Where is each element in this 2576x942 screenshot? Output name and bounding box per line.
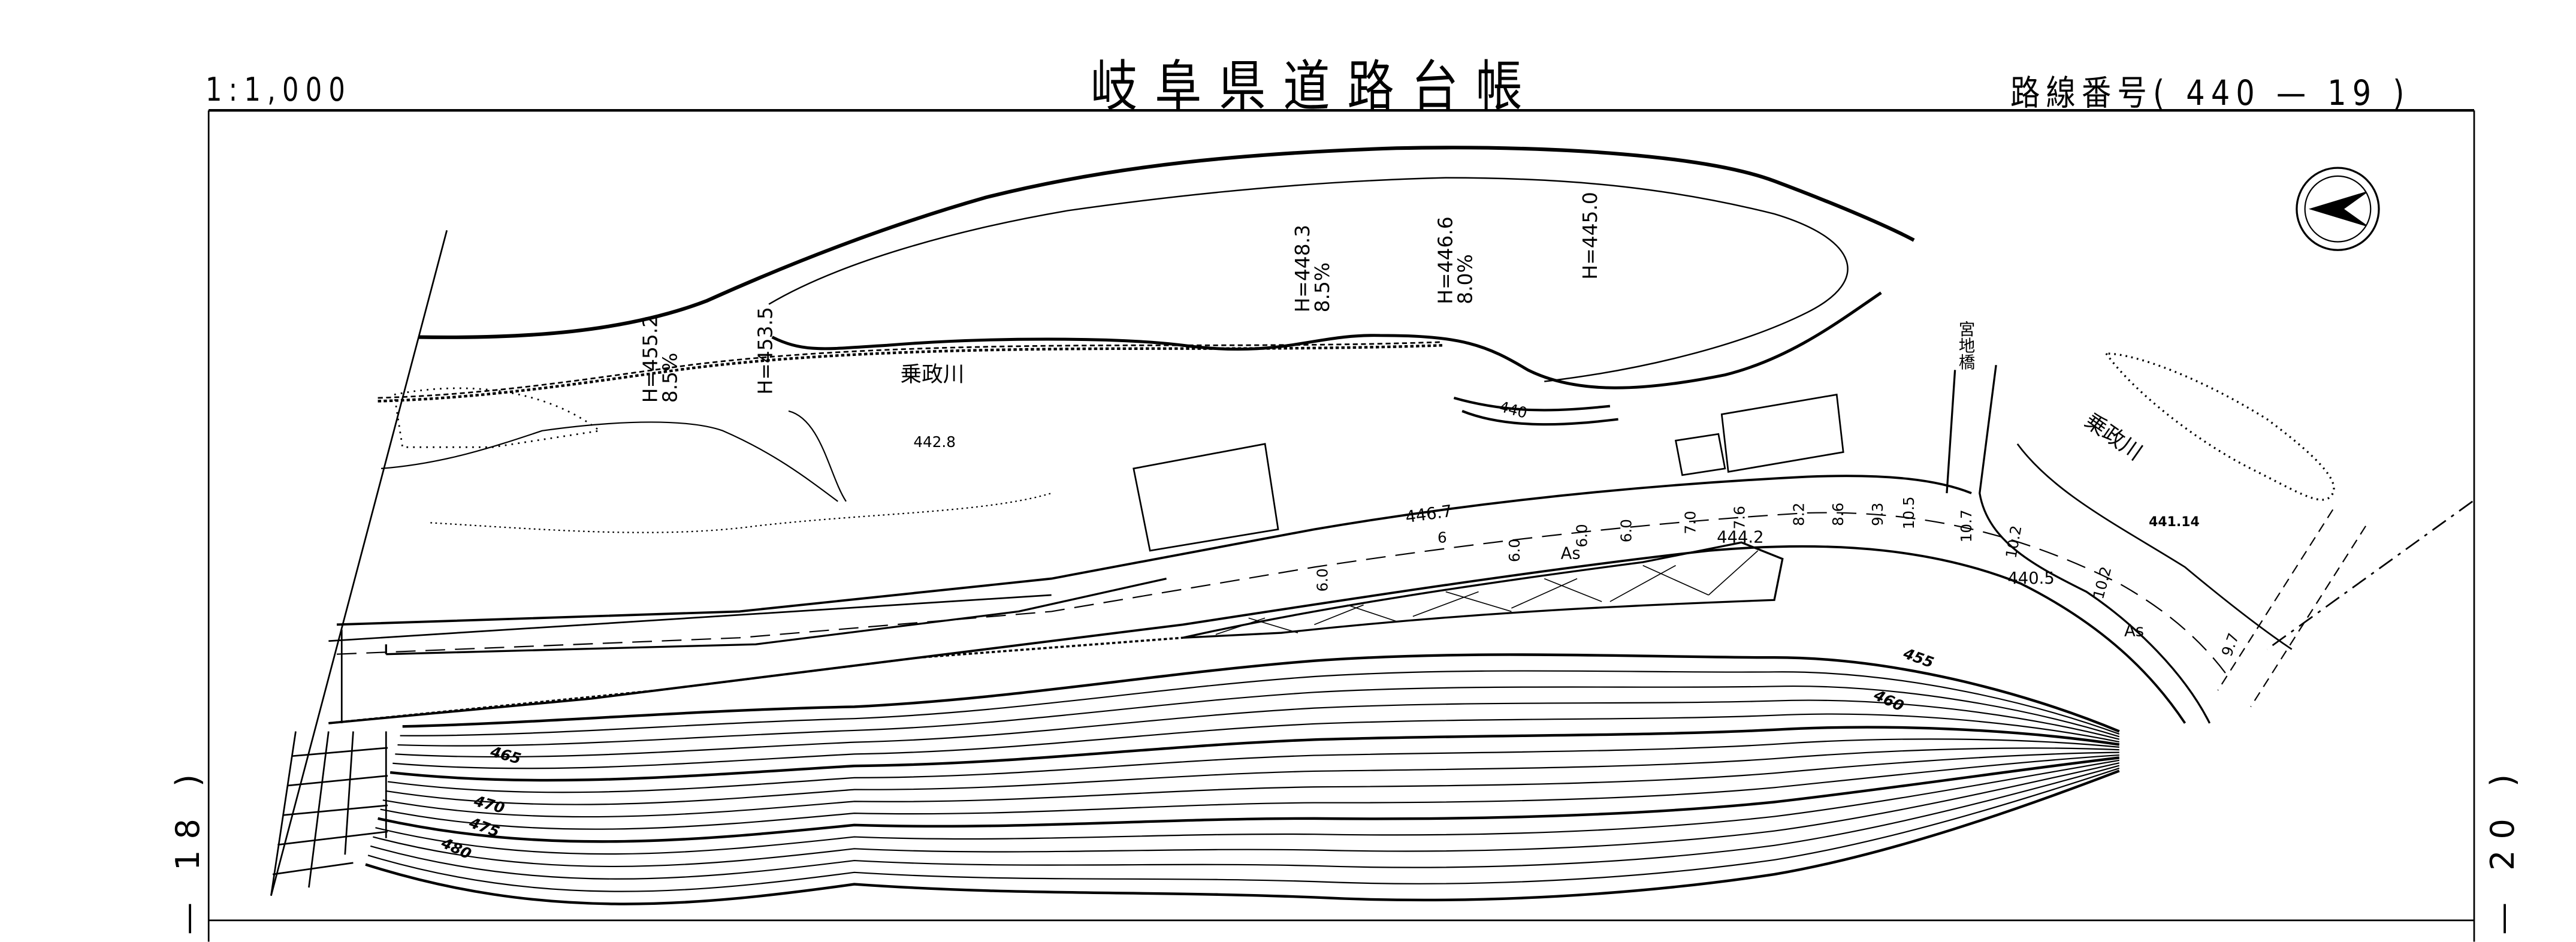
road-width: 9.7 [2218, 630, 2243, 659]
contour-label: 460 [1871, 686, 1907, 714]
road-width: 10.7 [1958, 509, 1975, 542]
map-frame [207, 109, 2475, 942]
contour-line [387, 738, 2119, 793]
road-centerline [337, 512, 2227, 675]
contour-lines [365, 653, 2120, 905]
gradient-label: 8.5% [659, 353, 682, 403]
sand-bar-right [2104, 352, 2335, 501]
contour-line [400, 670, 2120, 736]
retaining-wall [1182, 541, 1784, 639]
river-revetment [378, 341, 1443, 399]
contour-line [373, 762, 2120, 868]
contour-line [367, 767, 2120, 892]
gradient-label: 8.0% [1454, 254, 1477, 304]
road-width: 10.2 [2089, 564, 2115, 601]
road-width: 7.0 [1681, 511, 1699, 534]
contour-label: 465 [488, 742, 523, 768]
road-edge-south [328, 545, 2187, 724]
contour-line [385, 747, 2119, 805]
contour-line [380, 754, 2119, 830]
road-width: 8.2 [1790, 503, 1807, 526]
bridge-label: 宮地橋 [1956, 321, 1976, 370]
spot-height: 444.2 [1717, 528, 1763, 547]
document-title: 岐阜県道路台帳 [1091, 55, 1540, 119]
pavement-label: As [1561, 545, 1581, 563]
elevation-label: H=445.0 [1578, 192, 1602, 279]
building [1674, 433, 1726, 476]
river-channel [771, 291, 1882, 390]
spot-height: 442.8 [913, 433, 956, 451]
river-inner-line [768, 177, 1849, 382]
road-width: 10.5 [1900, 496, 1917, 529]
contour-line [392, 713, 2120, 769]
elevation-label: H=446.6 [1434, 216, 1457, 304]
sand-bar-left [393, 387, 602, 448]
contour-line [365, 769, 2120, 905]
contour-label: 470 [472, 792, 506, 817]
north-arrow-icon [2296, 167, 2380, 251]
contour-line [375, 759, 2119, 855]
contour-line [397, 686, 2120, 747]
road-width: 6 [1438, 529, 1447, 546]
road-width: 6.0 [1506, 539, 1523, 562]
contour-label: 455 [1901, 644, 1936, 671]
spot-height: 446.7 [1405, 502, 1454, 527]
road-width: 6.0 [1618, 519, 1635, 542]
road-width: 7.6 [1731, 506, 1748, 529]
road-width: 9.3 [1869, 503, 1886, 526]
pavement-label: As [2124, 622, 2144, 641]
river-label: 乗政川 [2080, 409, 2146, 466]
contour-line [382, 751, 2119, 818]
river-label: 乗政川 [900, 363, 964, 387]
road-width: 6.0 [1573, 524, 1590, 547]
slope-grid [270, 731, 388, 896]
spot-height: 440 [1497, 398, 1529, 422]
road-width: 8.6 [1829, 503, 1847, 526]
road-width: 6.0 [1313, 568, 1331, 591]
contour-line [389, 726, 2120, 782]
map-scale: 1:1,000 [206, 71, 352, 108]
elevation-label: H=453.5 [754, 307, 777, 394]
section-boundary-right [2266, 500, 2474, 650]
road-edge-north [336, 475, 1972, 626]
contour-label: 480 [438, 834, 474, 862]
contour-labels: 455 460 465 470 475 480 [438, 644, 1936, 862]
elevation-label: H=448.3 [1291, 225, 1314, 312]
route-number: 路線番号( 440 — 19 ) [2010, 73, 2411, 113]
building [1133, 443, 1279, 552]
elevation-label: H=455.2 [639, 315, 662, 403]
building [1720, 393, 1844, 473]
river-outer-bank [419, 146, 1915, 339]
spot-height: 440.5 [2007, 569, 2054, 588]
spot-height: 441.14 [2149, 515, 2200, 530]
gradient-label: 8.5% [1310, 262, 1334, 313]
contour-line [378, 756, 2120, 843]
contour-line [395, 699, 2120, 758]
contour-label: 475 [466, 814, 502, 841]
contour-line [402, 653, 2120, 733]
contour-line [370, 765, 2120, 880]
